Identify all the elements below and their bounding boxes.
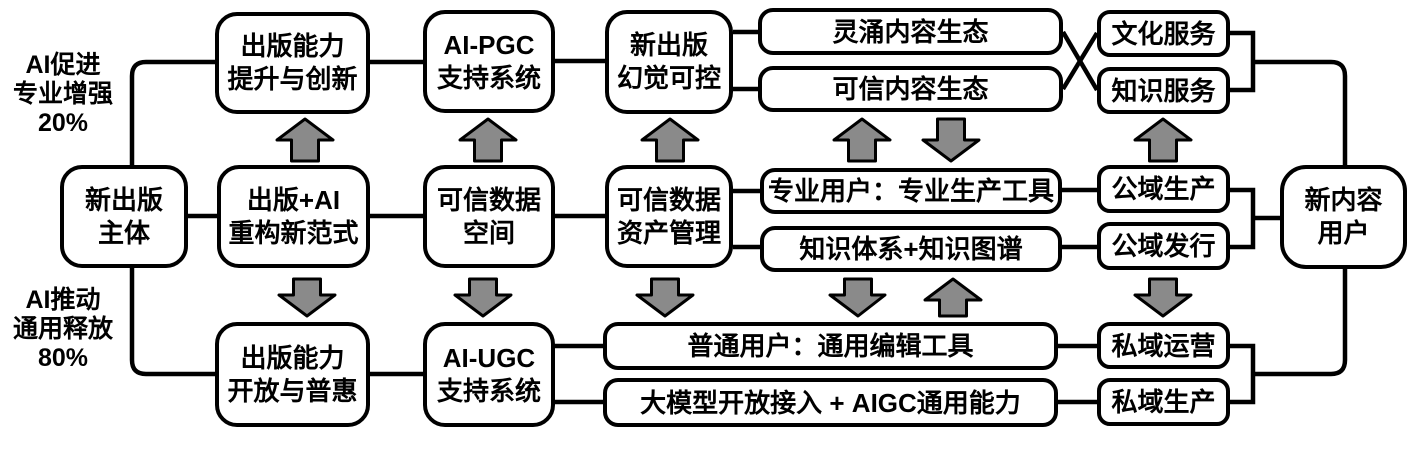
box-trusted-data-asset-mgmt: 可信数据 资产管理 (605, 165, 733, 268)
label-ai-professional-enhancement-20: AI促进 专业增强 20% (12, 51, 113, 137)
up-arrow (1133, 117, 1193, 163)
down-arrow (1133, 277, 1193, 318)
box-knowledge-service: 知识服务 (1097, 67, 1230, 114)
down-arrow (635, 277, 695, 318)
box-lingyong-content-ecosystem: 灵涌内容生态 (758, 8, 1063, 55)
box-public-domain-production: 公域生产 (1097, 165, 1230, 213)
up-arrow (458, 117, 518, 163)
box-new-publisher: 新出版 主体 (60, 165, 188, 268)
box-culture-service: 文化服务 (1097, 10, 1230, 57)
up-arrow (640, 117, 700, 163)
box-pro-user-production-tools: 专业用户：专业生产工具 (760, 168, 1062, 214)
up-arrow (832, 117, 892, 163)
box-new-content-user: 新内容 用户 (1280, 165, 1407, 269)
down-arrow (453, 277, 513, 318)
box-private-domain-production: 私域生产 (1097, 378, 1230, 426)
box-private-domain-operation: 私域运营 (1097, 322, 1230, 369)
down-arrow (921, 117, 981, 163)
down-arrow (828, 277, 887, 318)
connector-lines (129, 29, 1348, 405)
down-arrow (277, 277, 337, 318)
up-arrow (275, 117, 335, 163)
box-general-user-editing-tools: 普通用户：通用编辑工具 (603, 322, 1058, 370)
box-publish-capability-open: 出版能力 开放与普惠 (215, 322, 370, 427)
box-new-publishing-hallucination-control: 新出版 幻觉可控 (605, 10, 733, 114)
label-ai-general-release-80: AI推动 通用释放 80% (12, 286, 113, 372)
box-publish-ai-new-paradigm: 出版+AI 重构新范式 (217, 165, 370, 268)
box-publish-capability-innovation: 出版能力 提升与创新 (215, 12, 370, 114)
box-public-domain-distribution: 公域发行 (1097, 222, 1230, 270)
up-arrow (923, 277, 983, 318)
box-knowledge-system-graph: 知识体系+知识图谱 (760, 226, 1062, 272)
box-ai-pgc-support-system: AI-PGC 支持系统 (423, 10, 555, 113)
box-llm-open-access-aigc: 大模型开放接入 + AIGC通用能力 (603, 378, 1058, 427)
box-trusted-content-ecosystem: 可信内容生态 (758, 66, 1063, 112)
box-ai-ugc-support-system: AI-UGC 支持系统 (423, 322, 555, 427)
box-trusted-data-space: 可信数据 空间 (423, 165, 555, 268)
